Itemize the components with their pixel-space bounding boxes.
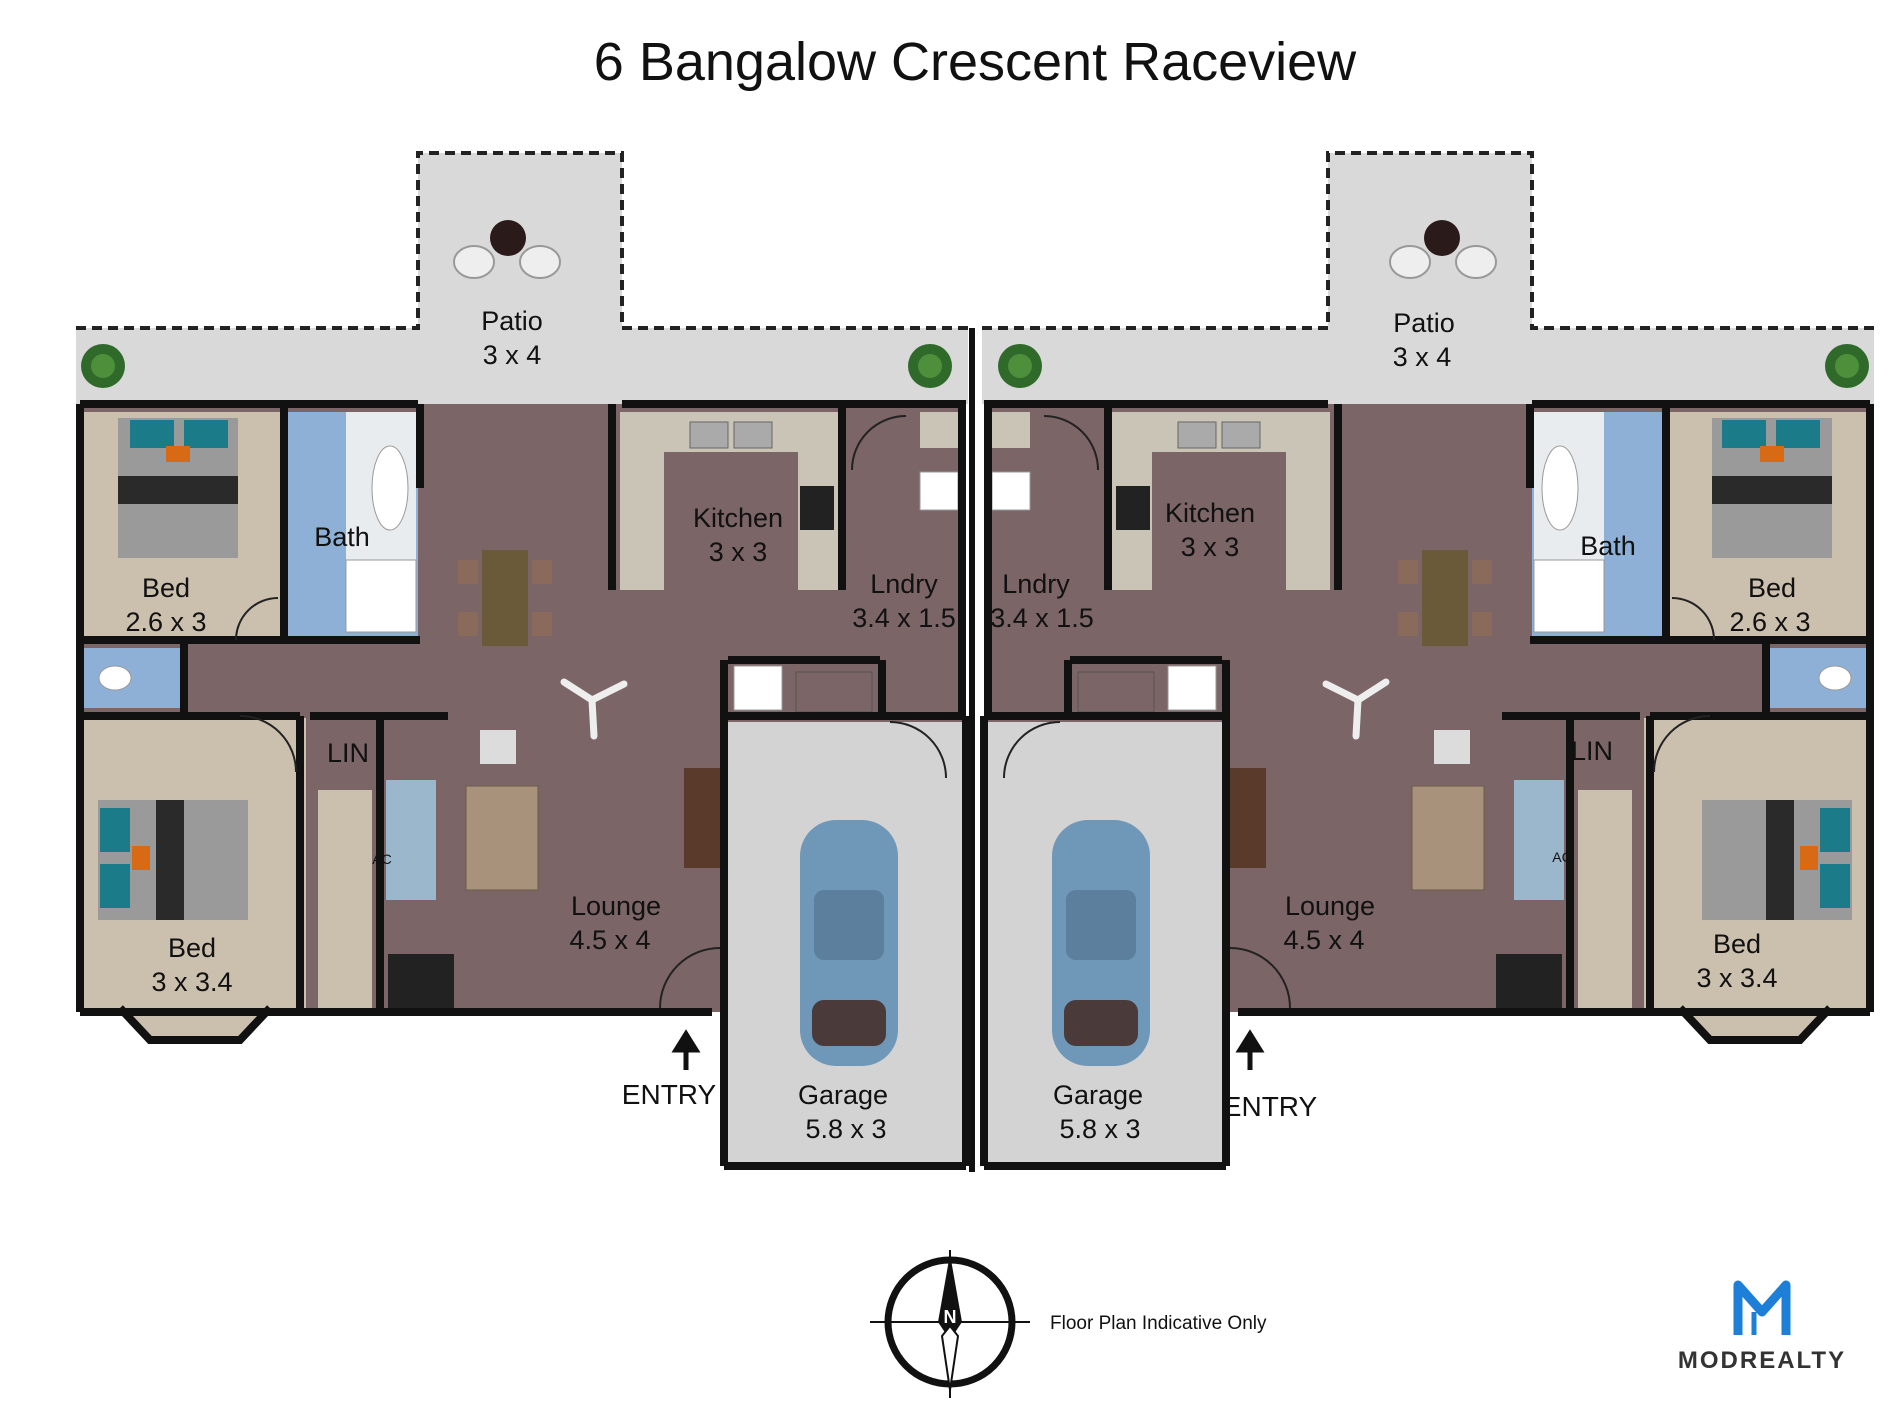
lounge-label-left: Lounge: [571, 891, 661, 921]
kitchen-size-left: 3 x 3: [709, 537, 768, 567]
right-unit: [982, 153, 1874, 1166]
patio-label-right: Patio: [1393, 308, 1455, 338]
left-unit: [76, 153, 968, 1166]
laundry-label-left: Lndry: [870, 569, 938, 599]
patio-label-left: Patio: [481, 306, 543, 336]
ac-label-right: AC: [1552, 849, 1571, 865]
garage-label-left: Garage: [798, 1080, 888, 1110]
plan-title: 6 Bangalow Crescent Raceview: [594, 32, 1357, 92]
kitchen-label-right: Kitchen: [1165, 498, 1255, 528]
mod-realty-logo-icon: [1733, 1280, 1791, 1335]
brand-name: MODREALTY: [1678, 1347, 1846, 1374]
bed-small-size-right: 2.6 x 3: [1729, 607, 1810, 637]
linen-label-left: LIN: [327, 738, 369, 768]
laundry-size-right: 3.4 x 1.5: [990, 603, 1094, 633]
entry-arrow-left: [671, 1029, 701, 1070]
entry-label-right: ENTRY: [1223, 1091, 1318, 1122]
kitchen-size-right: 3 x 3: [1181, 532, 1240, 562]
garage-size-right: 5.8 x 3: [1059, 1114, 1140, 1144]
bath-label-right: Bath: [1580, 531, 1636, 561]
laundry-label-right: Lndry: [1002, 569, 1070, 599]
linen-label-right: LIN: [1571, 736, 1613, 766]
patio-size-left: 3 x 4: [483, 340, 542, 370]
bed-large-size-right: 3 x 3.4: [1696, 963, 1777, 993]
lounge-size-left: 4.5 x 4: [569, 925, 650, 955]
entry-arrow-right: [1235, 1029, 1265, 1070]
ac-label-left: AC: [372, 851, 391, 867]
garage-size-left: 5.8 x 3: [805, 1114, 886, 1144]
bed-large-label-right: Bed: [1713, 929, 1761, 959]
laundry-size-left: 3.4 x 1.5: [852, 603, 956, 633]
lounge-label-right: Lounge: [1285, 891, 1375, 921]
footer-note: Floor Plan Indicative Only: [1050, 1313, 1267, 1334]
bed-small-label-right: Bed: [1748, 573, 1796, 603]
garage-label-right: Garage: [1053, 1080, 1143, 1110]
bed-large-size-left: 3 x 3.4: [151, 967, 232, 997]
bed-small-size-left: 2.6 x 3: [125, 607, 206, 637]
lounge-size-right: 4.5 x 4: [1283, 925, 1364, 955]
bed-large-label-left: Bed: [168, 933, 216, 963]
bath-label-left: Bath: [314, 522, 370, 552]
bed-small-label-left: Bed: [142, 573, 190, 603]
entry-label-left: ENTRY: [622, 1079, 717, 1110]
compass-north-label: N: [944, 1307, 957, 1327]
compass-icon: N: [870, 1250, 1030, 1398]
kitchen-label-left: Kitchen: [693, 503, 783, 533]
patio-size-right: 3 x 4: [1393, 342, 1452, 372]
